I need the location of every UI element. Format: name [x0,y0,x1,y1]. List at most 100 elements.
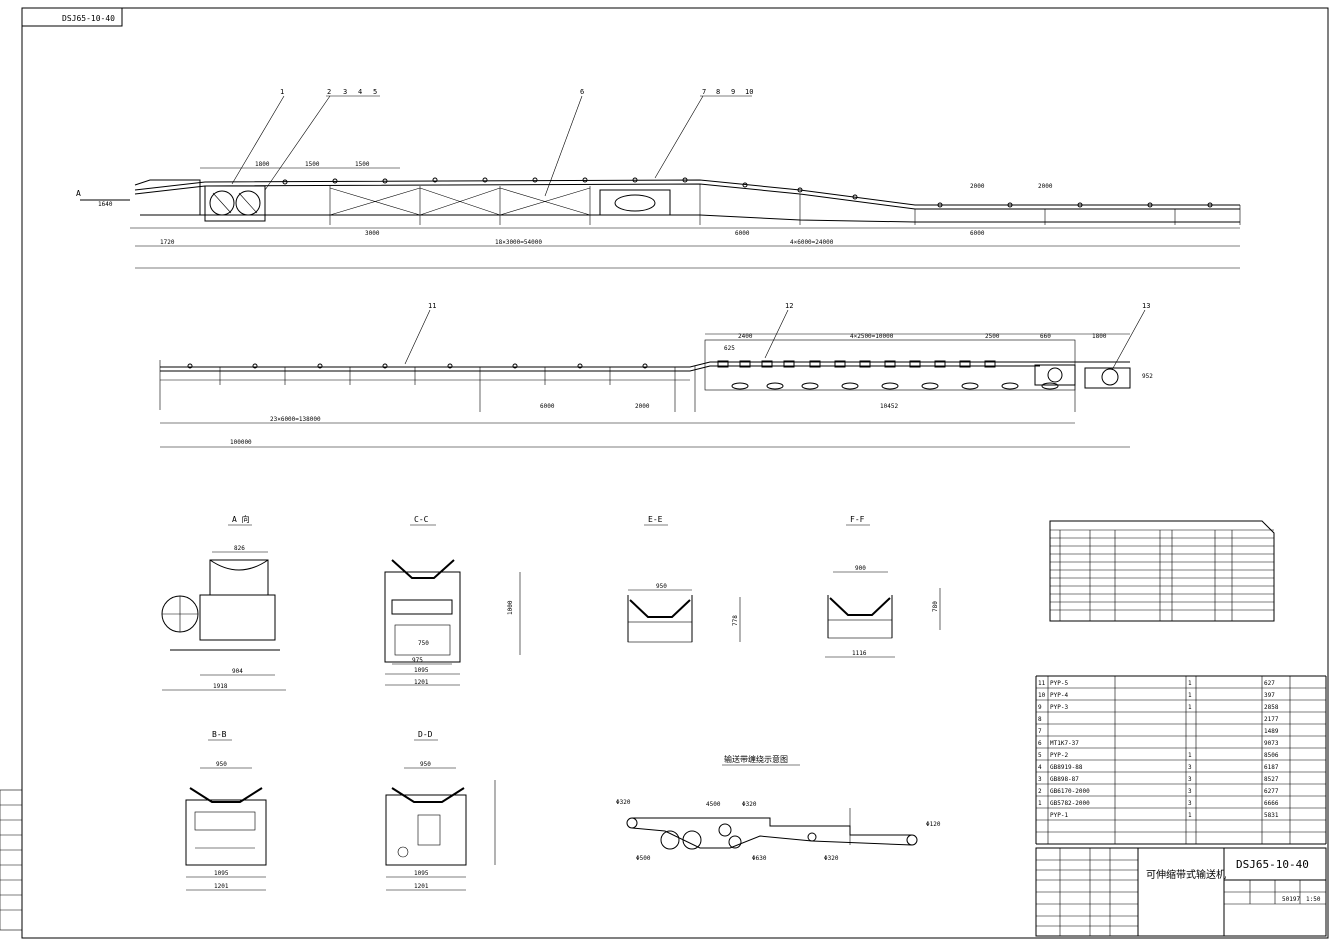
c-c-title: C-C [414,515,429,524]
dim-4x6000: 4×6000=24000 [790,239,834,246]
dim-b2000: 2000 [635,403,650,410]
parts-row-weight: 2177 [1264,716,1279,723]
parts-row-no: 8 [1038,716,1042,723]
title-block-weight: 50197 [1282,896,1300,903]
dim-2000a: 2000 [970,183,985,190]
b-dim-950: 950 [216,761,227,768]
f-dim-900: 900 [855,565,866,572]
c-dim-1000: 1000 [507,600,514,615]
schematic-title: 输送带缠绕示意图 [724,754,788,764]
parts-row-code: MT1K7-37 [1050,740,1079,747]
d-d-title: D-D [418,730,433,739]
d-dim-1201: 1201 [414,883,429,890]
parts-row-code: PYP-3 [1050,704,1068,711]
callout-11: 11 [428,302,436,310]
callout-5: 5 [373,88,377,96]
e-e-title: E-E [648,515,663,524]
technical-characteristics-table [1049,520,1275,622]
parts-row-qty: 1 [1188,680,1192,687]
parts-row-weight: 1489 [1264,728,1279,735]
second-elevation-view: 23×6000=138000 100000 6000 2000 10452 24… [159,302,1153,448]
e-dim-950: 950 [656,583,667,590]
parts-row-weight: 2858 [1264,704,1279,711]
parts-row-qty: 1 [1188,752,1192,759]
callout-12: 12 [785,302,793,310]
dim-b2400: 2400 [738,333,753,340]
s-dim-120: Φ120 [926,821,941,828]
dim-b625: 625 [724,345,735,352]
parts-row-code: PYP-4 [1050,692,1068,699]
dim-6000b: 6000 [970,230,985,237]
parts-row-qty: 3 [1188,764,1192,771]
callout-7: 7 [702,88,706,96]
parts-row-qty: 1 [1188,692,1192,699]
parts-row-no: 1 [1038,800,1042,807]
parts-row-code: GB6170-2000 [1050,788,1090,795]
parts-row-weight: 6666 [1264,800,1279,807]
b-b-section: B-B 950 1095 1201 [185,730,267,891]
dim-1800: 1800 [255,161,270,168]
parts-row-qty: 3 [1188,788,1192,795]
dim-2000b: 2000 [1038,183,1053,190]
e-e-section: E-E 950 778 [627,515,741,643]
view-label-a: A [76,189,81,198]
callout-2: 2 [327,88,331,96]
parts-row-no: 7 [1038,728,1042,735]
parts-row-qty: 1 [1188,704,1192,711]
dim-b660: 660 [1040,333,1051,340]
s-dim-320b: Φ320 [742,801,757,808]
parts-row-code: GB5782-2000 [1050,800,1090,807]
callout-6: 6 [580,88,584,96]
title-block: 可伸缩带式输送机 DSJ65-10-40 50197 1:50 [1035,847,1327,937]
dim-952: 952 [1142,373,1153,380]
parts-row-weight: 6187 [1264,764,1279,771]
c-dim-750: 750 [418,640,429,647]
a-dim-904: 904 [232,668,243,675]
parts-row-no: 10 [1038,692,1046,699]
parts-row-code: PYP-5 [1050,680,1068,687]
callout-3: 3 [343,88,347,96]
dim-23x6000: 23×6000=138000 [270,416,321,423]
d-dim-1095: 1095 [414,870,429,877]
s-dim-500: Φ500 [636,855,651,862]
callout-9: 9 [731,88,735,96]
top-elevation-view: 1720 1800 1500 1500 3000 18×3000=54000 6… [76,88,1241,269]
c-dim-1095: 1095 [414,667,429,674]
parts-row-weight: 8506 [1264,752,1279,759]
dim-4x2500: 4×2500=10000 [850,333,894,340]
b-b-title: B-B [212,730,227,739]
parts-row-no: 6 [1038,740,1042,747]
callout-13: 13 [1142,302,1150,310]
dim-10452: 10452 [880,403,898,410]
a-dim-826: 826 [234,545,245,552]
dim-100000: 100000 [230,439,252,446]
parts-row-qty: 1 [1188,812,1192,819]
b-dim-1201: 1201 [214,883,229,890]
dim-1500b: 1500 [355,161,370,168]
parts-row-weight: 627 [1264,680,1275,687]
s-dim-320a: Φ320 [616,799,631,806]
d-dim-950: 950 [420,761,431,768]
dim-b1800: 1800 [1092,333,1107,340]
parts-row-weight: 5831 [1264,812,1279,819]
parts-row-qty: 3 [1188,776,1192,783]
c-dim-975: 975 [412,657,423,664]
a-view-title: A 向 [232,514,250,524]
dim-6000a: 6000 [735,230,750,237]
parts-row-weight: 6277 [1264,788,1279,795]
sheet-frame [21,7,1329,939]
callout-8: 8 [716,88,720,96]
dim-3000: 3000 [365,230,380,237]
dim-18x3000: 18×3000=54000 [495,239,542,246]
parts-row-no: 3 [1038,776,1042,783]
parts-row-no: 2 [1038,788,1042,795]
parts-row-code: PYP-1 [1050,812,1068,819]
parts-row-qty: 3 [1188,800,1192,807]
f-f-section: F-F 900 1116 780 [825,515,941,658]
drawing-code-box: DSJ65-10-40 [21,7,123,27]
dim-1640: 1640 [98,201,113,208]
callout-1: 1 [280,88,284,96]
title-block-code: DSJ65-10-40 [1236,858,1309,871]
